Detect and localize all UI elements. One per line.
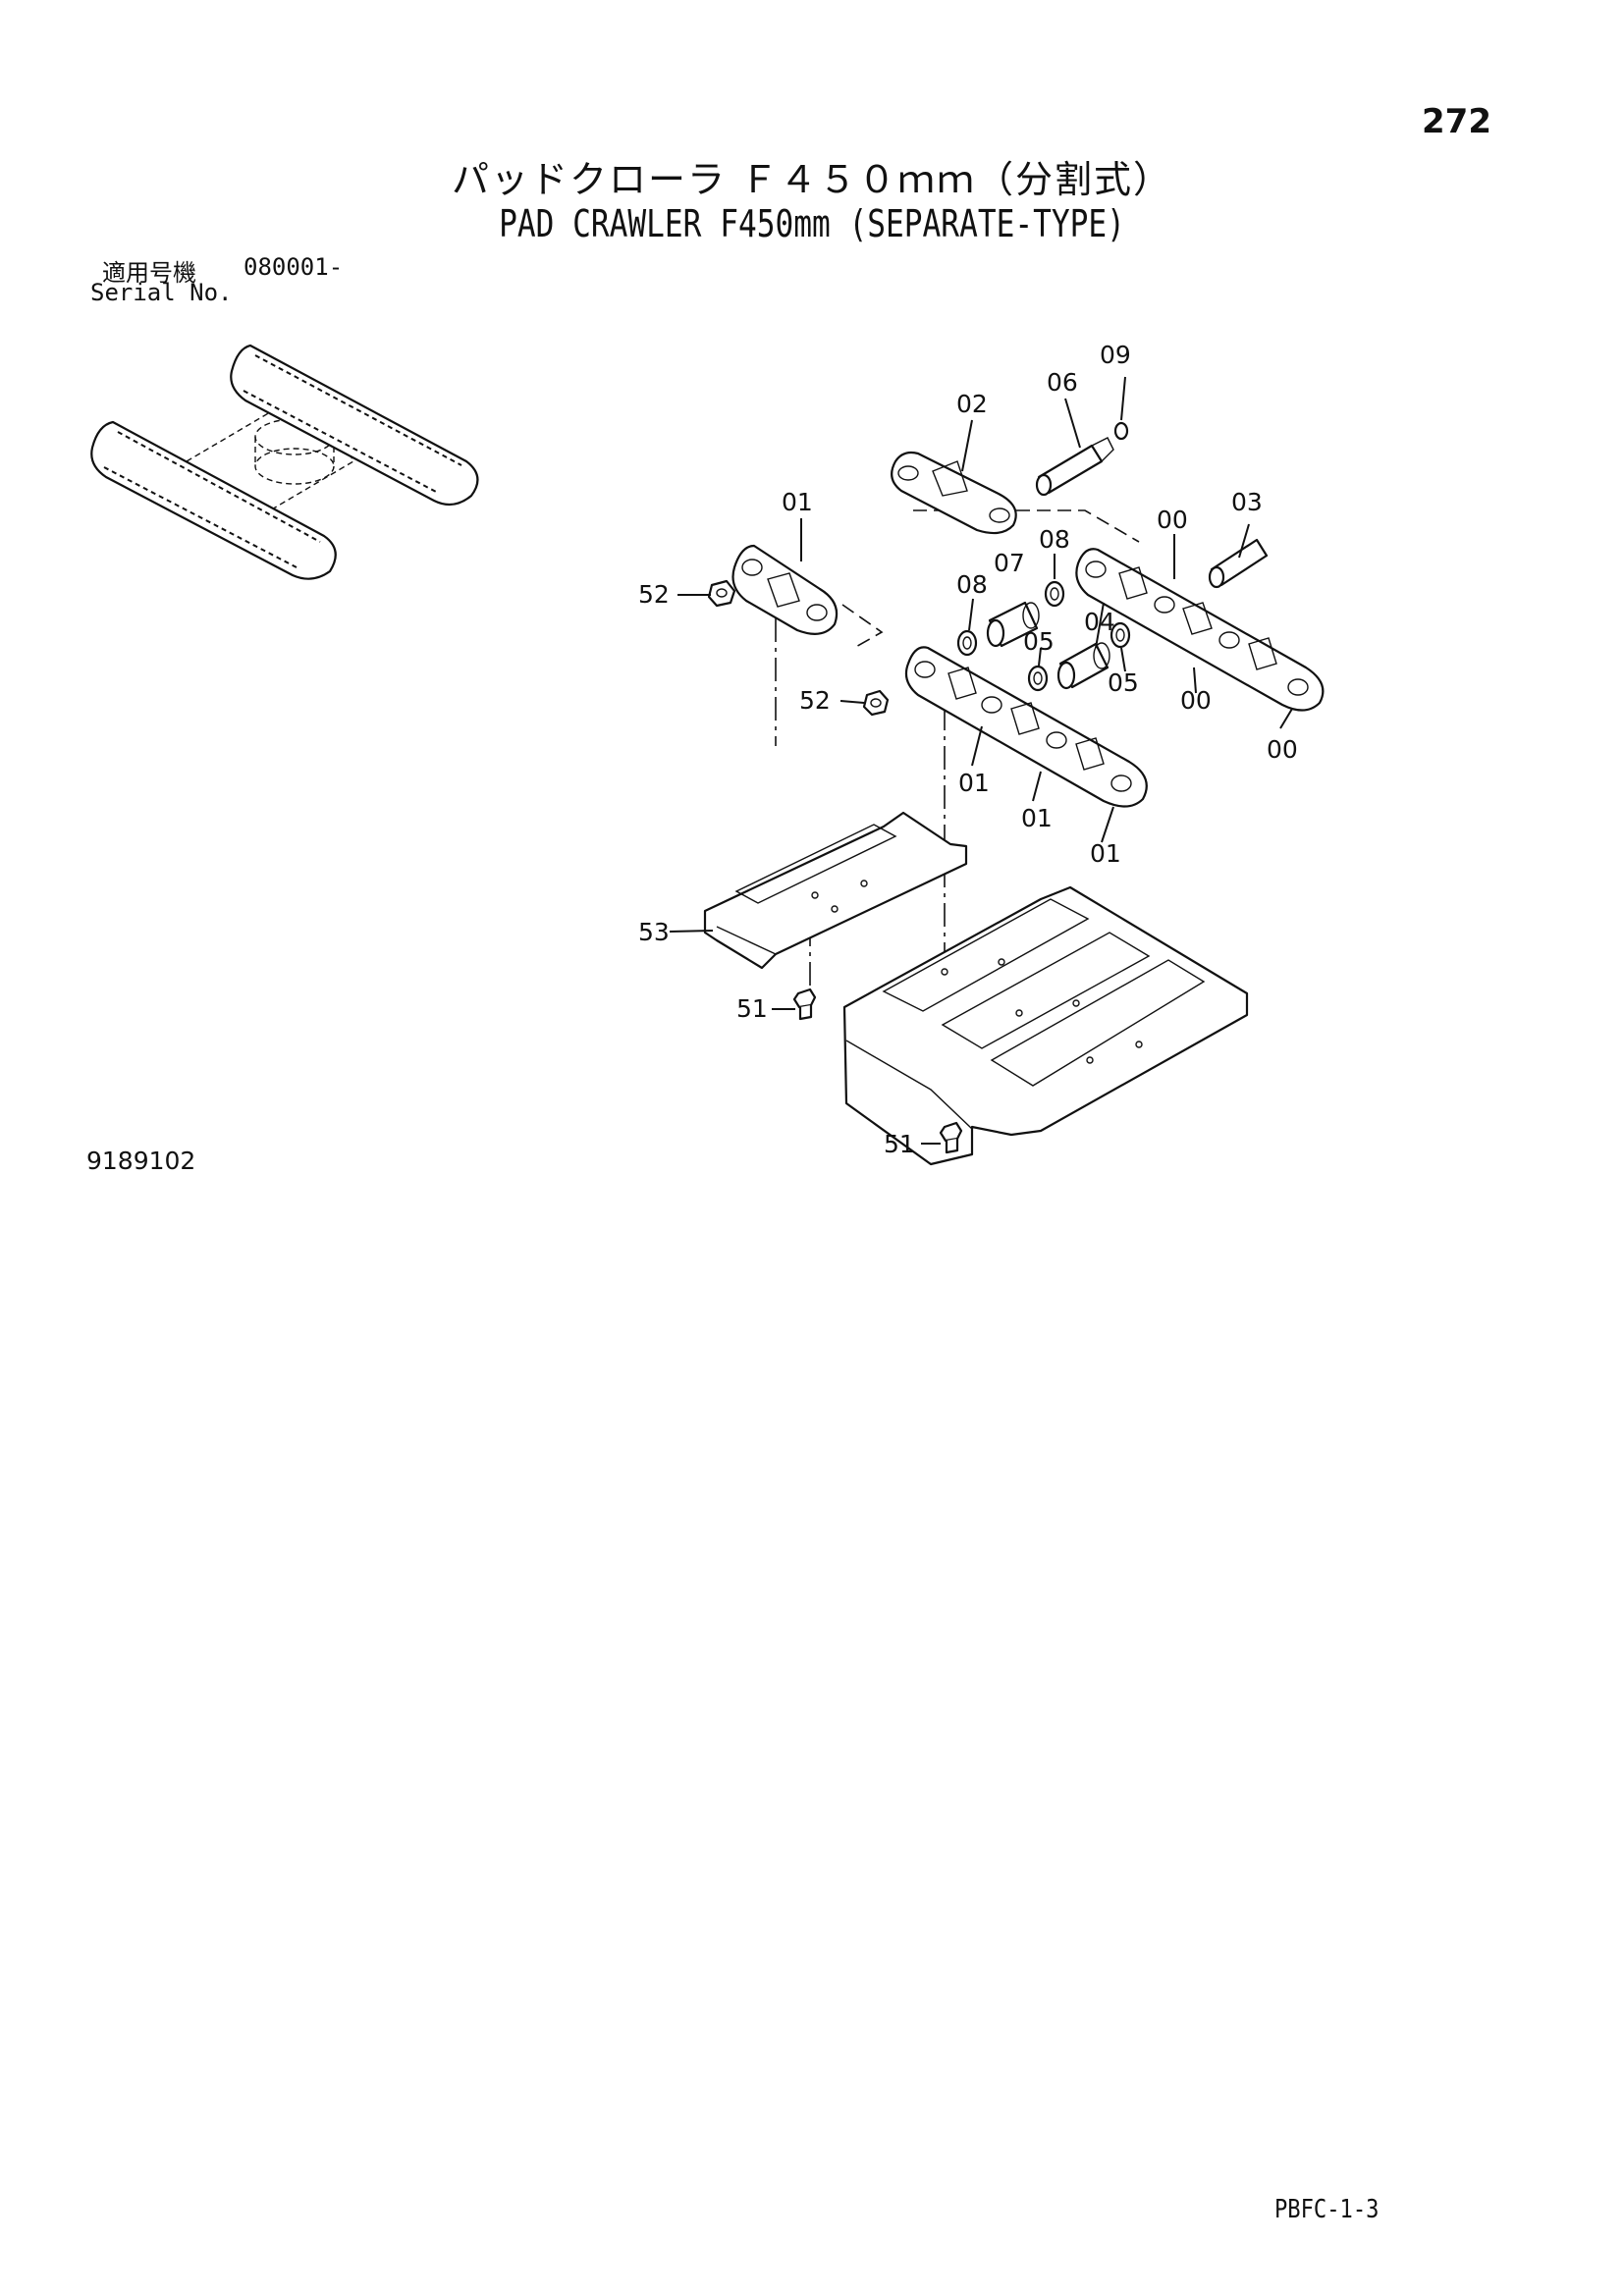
front-track-icon bbox=[90, 420, 337, 580]
callout-53: 53 bbox=[638, 918, 670, 946]
callout-09: 09 bbox=[1100, 341, 1131, 369]
callout-00-a: 00 bbox=[1157, 506, 1188, 534]
rear-track-icon bbox=[230, 344, 479, 507]
seal-08-right-part bbox=[1044, 580, 1065, 608]
seal-05-right-part bbox=[1110, 621, 1131, 649]
callout-00-b: 00 bbox=[1180, 686, 1212, 715]
serial-label-english: Serial No. bbox=[90, 279, 233, 306]
bolt-51-upper-part bbox=[792, 988, 817, 1021]
seal-08-left-part bbox=[956, 629, 978, 657]
bushing-04-part bbox=[1056, 642, 1110, 690]
page-number: 272 bbox=[1422, 102, 1491, 141]
pin-03-part bbox=[1208, 538, 1269, 589]
page-title-english: PAD CRAWLER F450mm (SEPARATE-TYPE) bbox=[499, 202, 1125, 245]
callout-05-a: 05 bbox=[1023, 627, 1055, 656]
seal-05-left-part bbox=[1027, 665, 1049, 692]
ring-09-part bbox=[1113, 421, 1129, 441]
callout-05-b: 05 bbox=[1108, 668, 1139, 697]
bolt-51-lower-part bbox=[939, 1121, 963, 1154]
shoe-assembly-part bbox=[842, 885, 1249, 1166]
callout-01-b: 01 bbox=[1021, 804, 1053, 832]
undercarriage-overview-illustration bbox=[90, 344, 479, 580]
callout-52-a: 52 bbox=[638, 580, 670, 609]
footer-code: PBFC-1-3 bbox=[1274, 2195, 1380, 2224]
callout-51-a: 51 bbox=[736, 994, 768, 1023]
callout-51-b: 51 bbox=[884, 1130, 915, 1158]
link-02-part bbox=[891, 451, 1017, 535]
callout-06: 06 bbox=[1047, 368, 1078, 397]
link-assembly-00-part bbox=[1075, 548, 1325, 712]
nut-52-lower-part bbox=[862, 689, 890, 717]
bushing-07-part bbox=[986, 601, 1040, 648]
serial-value: 080001- bbox=[244, 253, 344, 281]
drawing-number: 9189102 bbox=[86, 1147, 196, 1175]
callout-52-b: 52 bbox=[799, 686, 831, 715]
callout-01-c: 01 bbox=[1090, 839, 1121, 868]
callout-01-a: 01 bbox=[958, 769, 990, 797]
link-01-single-part bbox=[731, 544, 839, 635]
callout-02: 02 bbox=[956, 390, 988, 418]
page-title-japanese: パッドクローラ Ｆ４５０ｍｍ（分割式） bbox=[451, 158, 1173, 201]
callout-01-top: 01 bbox=[782, 488, 813, 516]
callout-07: 07 bbox=[994, 549, 1025, 577]
callout-08-a: 08 bbox=[956, 570, 988, 599]
shoe-53-part bbox=[703, 811, 968, 970]
nut-52-upper-part bbox=[707, 579, 736, 608]
link-assembly-01-part bbox=[904, 646, 1148, 808]
callout-03: 03 bbox=[1231, 488, 1263, 516]
serial-label-japanese: 適用号機 bbox=[102, 259, 196, 287]
pin-06-part bbox=[1035, 437, 1114, 497]
callout-08-b: 08 bbox=[1039, 525, 1070, 554]
callout-04: 04 bbox=[1084, 608, 1115, 636]
callout-00-c: 00 bbox=[1267, 735, 1298, 764]
